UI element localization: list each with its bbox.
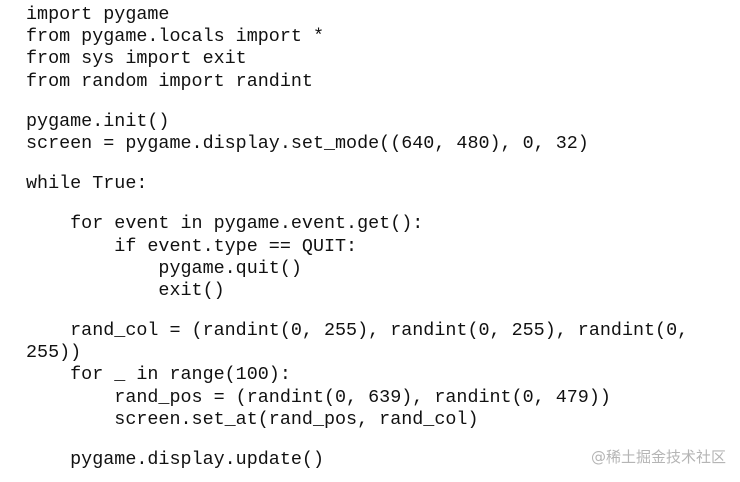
code-line: rand_pos = (randint(0, 639), randint(0, … bbox=[26, 386, 611, 408]
code-line: 255)) bbox=[26, 342, 82, 364]
code-line: rand_col = (randint(0, 255), randint(0, … bbox=[26, 320, 689, 342]
code-line: if event.type == QUIT: bbox=[26, 235, 358, 257]
code-line: screen.set_at(rand_pos, rand_col) bbox=[26, 408, 479, 430]
blank-line bbox=[26, 155, 688, 173]
blank-line bbox=[26, 93, 688, 111]
code-line: pygame.quit() bbox=[26, 257, 302, 279]
watermark-text: @稀土掘金技术社区 bbox=[590, 448, 726, 466]
code-line: from sys import exit bbox=[26, 48, 247, 70]
code-line: from random import randint bbox=[26, 70, 313, 92]
code-line: while True: bbox=[26, 173, 148, 195]
code-line: from pygame.locals import * bbox=[26, 26, 324, 48]
blank-line bbox=[26, 195, 688, 213]
code-line: import pygame bbox=[26, 4, 170, 25]
code-line: for _ in range(100): bbox=[26, 364, 291, 386]
code-line: pygame.init() bbox=[26, 110, 170, 132]
code-block: import pygame from pygame.locals import … bbox=[26, 4, 688, 471]
code-line: pygame.display.update() bbox=[26, 449, 324, 470]
code-line: exit() bbox=[26, 279, 225, 301]
code-line: for event in pygame.event.get(): bbox=[26, 213, 424, 235]
blank-line bbox=[26, 431, 688, 449]
code-line: screen = pygame.display.set_mode((640, 4… bbox=[26, 132, 589, 154]
blank-line bbox=[26, 302, 688, 320]
